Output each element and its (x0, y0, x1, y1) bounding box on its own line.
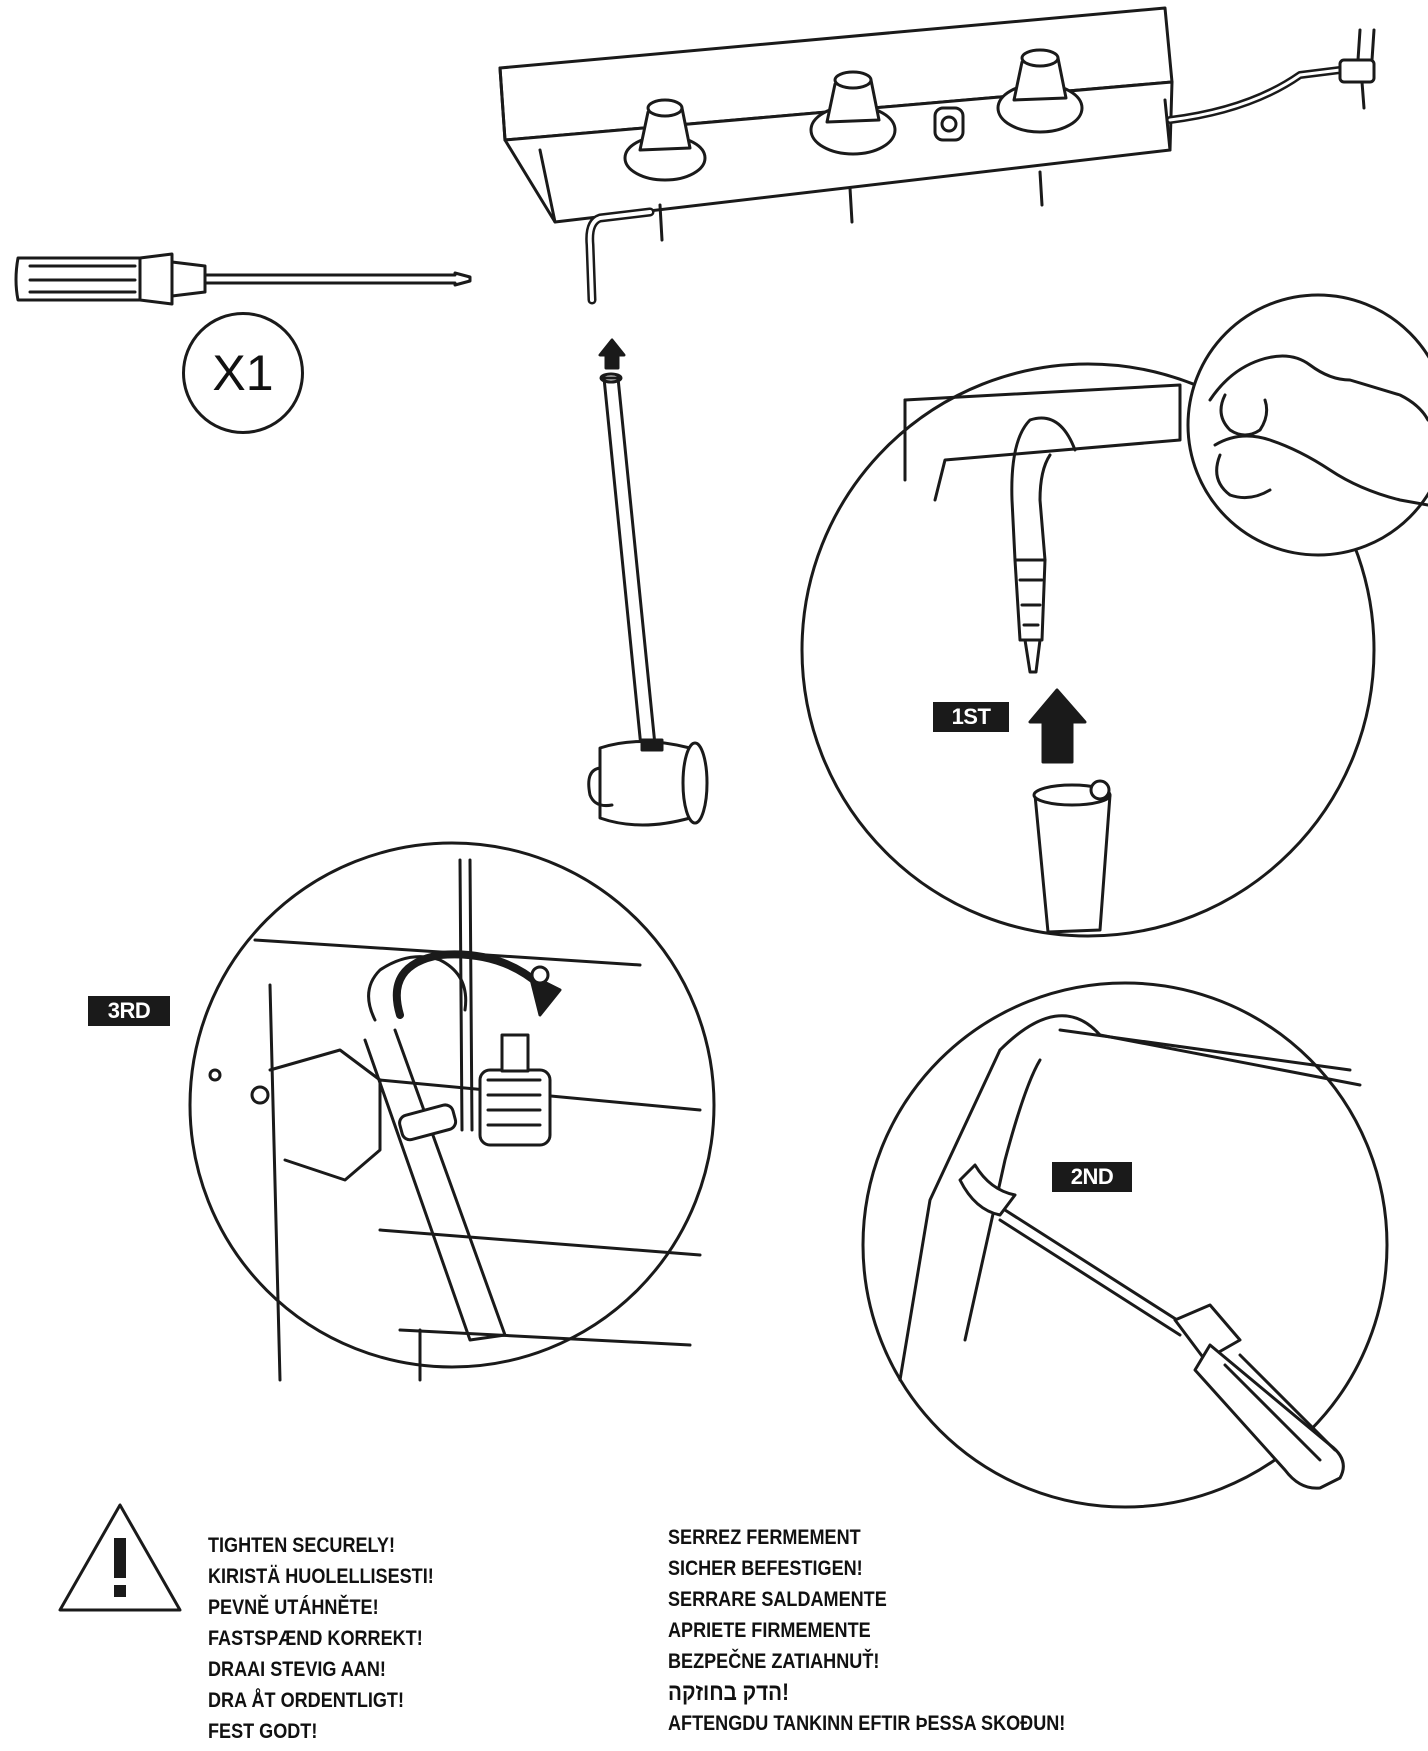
warning-line: SICHER BEFESTIGEN! (668, 1557, 863, 1580)
warning-line: TIGHTEN SECURELY! (208, 1534, 395, 1557)
warning-triangle-icon (58, 1503, 182, 1612)
warning-line: SERREZ FERMEMENT (668, 1526, 861, 1549)
control-knob-left (623, 98, 707, 182)
warning-line: AFTENGDU TANKINN EFTIR ÞESSA SKOÐUN! (668, 1712, 1066, 1735)
control-panel (498, 6, 1376, 305)
warning-line: SERRARE SALDAMENTE (668, 1588, 887, 1611)
control-knob-center (809, 70, 897, 156)
regulator-fitting (1338, 28, 1376, 110)
warning-line: APRIETE FIRMEMENTE (668, 1619, 871, 1642)
burner-tube (587, 372, 709, 827)
warning-text-right-column: SERREZ FERMEMENT SICHER BEFESTIGEN! SERR… (668, 1522, 1065, 1739)
warning-line: DRA ÅT ORDENTLIGT! (208, 1689, 404, 1712)
warning-line: FEST GODT! (208, 1720, 318, 1743)
screwdriver-icon (14, 252, 472, 306)
detail-circle-3rd (188, 841, 716, 1382)
warning-line: KIRISTÄ HUOLELLISESTI! (208, 1565, 434, 1588)
warning-line: BEZPEČNE ZATIAHNUŤ! (668, 1650, 880, 1673)
warning-line: הדק בחוזקה! (668, 1679, 789, 1706)
detail-circle-2nd (861, 981, 1389, 1509)
step-badge-3rd: 3RD (88, 996, 170, 1026)
hand-inset (1186, 293, 1428, 557)
control-knob-right (996, 48, 1084, 134)
step-badge-1st: 1ST (933, 702, 1009, 732)
tool-quantity-label: X1 (182, 312, 304, 434)
warning-line: FASTSPÆND KORREKT! (208, 1627, 423, 1650)
up-arrow-icon (598, 338, 626, 370)
warning-line: PEVNĚ UTÁHNĚTE! (208, 1596, 379, 1619)
warning-line: DRAAI STEVIG AAN! (208, 1658, 386, 1681)
warning-text-left-column: TIGHTEN SECURELY! KIRISTÄ HUOLELLISESTI!… (208, 1530, 434, 1747)
step-badge-2nd: 2ND (1052, 1162, 1132, 1192)
igniter-button (933, 106, 965, 142)
